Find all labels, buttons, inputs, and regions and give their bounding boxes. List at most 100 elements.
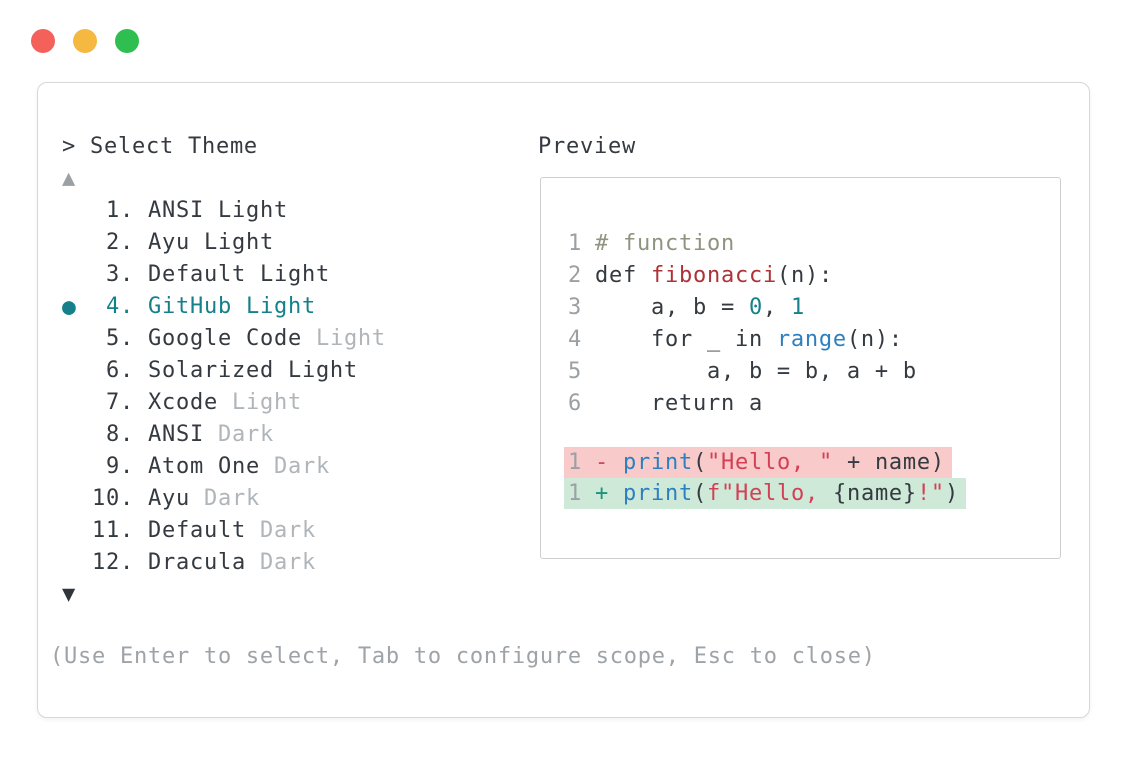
theme-name: ANSI Dark [148, 422, 274, 447]
code-token-code: for _ in [595, 327, 777, 352]
theme-list-item[interactable]: 3. Default Light [62, 259, 386, 291]
selection-dot-icon [62, 387, 91, 419]
theme-list-item[interactable]: 12. Dracula Dark [62, 547, 386, 579]
diff-line-added: 1+ print(f"Hello, {name}!") [564, 478, 966, 509]
code-token-code: (n): [776, 263, 833, 288]
code-token-string: "Hello, " [706, 450, 833, 475]
dialog-title: > Select Theme [62, 134, 258, 159]
code-token-number: 0 [748, 295, 763, 320]
theme-name-variant: Dark [259, 454, 330, 479]
theme-name: Solarized Light [148, 358, 358, 383]
selection-dot-icon [62, 483, 91, 515]
selection-dot-icon [62, 323, 91, 355]
diff-line-row: 1- print("Hello, " + name) [564, 447, 966, 478]
theme-list-item[interactable]: 7. Xcode Light [62, 387, 386, 419]
selection-dot-icon [62, 419, 91, 451]
line-number: 1 [568, 481, 582, 506]
theme-name: ANSI Light [148, 198, 288, 223]
zoom-button[interactable] [115, 29, 139, 53]
code-line: 2 def fibonacci(n): [568, 260, 917, 292]
close-button[interactable] [31, 29, 55, 53]
theme-number: 6. [106, 358, 134, 383]
code-token-code: , [762, 295, 791, 320]
code-token-string: !" [916, 481, 945, 506]
minimize-button[interactable] [73, 29, 97, 53]
diff-line-removed: 1- print("Hello, " + name) [564, 447, 952, 478]
code-line: 3 a, b = 0, 1 [568, 292, 917, 324]
theme-name-variant: Dark [245, 550, 316, 575]
theme-list: 1. ANSI Light 2.Ayu Light 3. Default Light ● 4… [62, 195, 386, 579]
code-token-code: a, b = [595, 295, 749, 320]
theme-number: 11. [92, 518, 134, 543]
theme-list-item[interactable]: 9.Atom One Dark [62, 451, 386, 483]
code-token-code: + name) [832, 450, 945, 475]
code-token-builtin: print [623, 481, 693, 506]
code-token-code: (n): [846, 327, 903, 352]
code-token-builtin: print [623, 450, 693, 475]
scroll-down-icon[interactable]: ▼ [62, 582, 76, 607]
theme-name: Dracula Dark [148, 550, 316, 575]
theme-name: Google Code Light [148, 326, 386, 351]
theme-name-variant: Light [301, 326, 386, 351]
theme-selector-dialog: > Select Theme ▲ 1. ANSI Light 2.Ayu Light… [37, 82, 1090, 718]
theme-name: Default Dark [148, 518, 316, 543]
theme-number: 4. [106, 294, 134, 319]
theme-number: 1. [106, 198, 134, 223]
theme-name: Ayu Dark [148, 486, 260, 511]
line-number: 1 [568, 231, 582, 256]
line-number: 2 [568, 263, 582, 288]
code-token-minus: - [595, 450, 623, 475]
code-token-code: ( [692, 450, 707, 475]
selection-dot-icon [62, 355, 91, 387]
code-token-code: ( [692, 481, 707, 506]
line-number: 3 [568, 295, 582, 320]
line-number: 1 [568, 450, 582, 475]
theme-number: 9. [106, 454, 134, 479]
code-line: 1 # function [568, 228, 917, 260]
selection-dot-icon [62, 515, 91, 547]
theme-name: Xcode Light [148, 390, 302, 415]
theme-number: 7. [106, 390, 134, 415]
code-token-string: f"Hello, [706, 481, 833, 506]
theme-name: Default Light [148, 262, 330, 287]
theme-list-item[interactable]: 11. Default Dark [62, 515, 386, 547]
diff-line-row: 1+ print(f"Hello, {name}!") [564, 478, 966, 509]
theme-list-item[interactable]: 2.Ayu Light [62, 227, 386, 259]
theme-list-item[interactable]: 10.Ayu Dark [62, 483, 386, 515]
traffic-lights [31, 29, 139, 53]
code-token-code: return a [595, 391, 763, 416]
theme-name-variant: Dark [203, 422, 274, 447]
code-token-builtin: range [776, 327, 847, 352]
preview-title: Preview [538, 134, 636, 159]
code-token-comment: # function [595, 231, 735, 256]
theme-number: 2. [106, 230, 134, 255]
code-line: 6 return a [568, 388, 917, 420]
theme-list-item[interactable]: 6. Solarized Light [62, 355, 386, 387]
theme-list-item[interactable]: 5. Google Code Light [62, 323, 386, 355]
selection-dot-icon [62, 195, 91, 227]
code-token-code: a, b = b, a + b [595, 359, 917, 384]
code-token-code: def [595, 263, 651, 288]
scroll-up-icon[interactable]: ▲ [62, 166, 76, 191]
selection-dot-icon [62, 259, 91, 291]
theme-number: 5. [106, 326, 134, 351]
code-token-func: fibonacci [650, 263, 777, 288]
theme-list-item[interactable]: 1. ANSI Light [62, 195, 386, 227]
code-line: 4 for _ in range(n): [568, 324, 917, 356]
theme-list-item[interactable]: ● 4. GitHub Light [62, 291, 386, 323]
theme-name-variant: Dark [245, 518, 316, 543]
theme-name: GitHub Light [148, 294, 316, 319]
code-token-code: {name} [832, 481, 917, 506]
selection-dot-icon [62, 227, 91, 259]
theme-number: 12. [92, 550, 134, 575]
selection-dot-icon [62, 451, 91, 483]
theme-list-item[interactable]: 8.ANSI Dark [62, 419, 386, 451]
selection-dot-icon: ● [62, 294, 77, 320]
theme-number: 3. [106, 262, 134, 287]
line-number: 4 [568, 327, 582, 352]
selection-dot-icon [62, 547, 91, 579]
code-token-code: ) [944, 481, 959, 506]
code-token-number: 1 [790, 295, 805, 320]
keyboard-hint: (Use Enter to select, Tab to configure s… [50, 644, 876, 669]
